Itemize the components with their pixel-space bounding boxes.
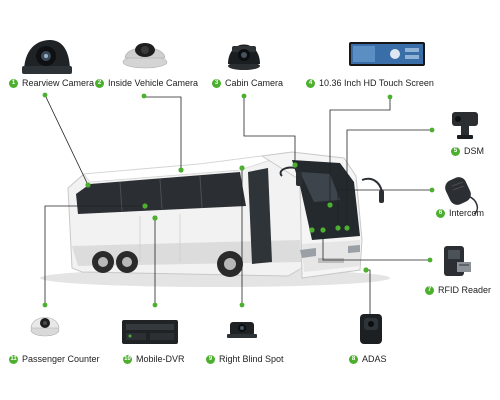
badge-number: 10 <box>123 354 132 364</box>
badge-number: 5 <box>451 146 460 156</box>
blind-spot-camera-icon <box>227 322 257 338</box>
connection-dot-8 <box>363 267 369 273</box>
touch-screen-icon <box>349 42 425 66</box>
leader-line-1 <box>44 94 89 186</box>
label-text: Inside Vehicle Camera <box>108 78 199 88</box>
badge-number: 7 <box>425 285 434 295</box>
label-text: Passenger Counter <box>22 354 100 364</box>
label-rearview-camera: 1 Rearview Camera <box>9 78 94 88</box>
label-text: ADAS <box>362 354 387 364</box>
label-text: DSM <box>464 146 484 156</box>
connection-dot-extra-8 <box>239 302 245 308</box>
label-intercom: 6 Intercom <box>436 208 484 218</box>
connection-dot-extra-3 <box>387 94 393 100</box>
connection-dot-6 <box>335 225 341 231</box>
mobile-dvr-icon <box>122 320 178 344</box>
badge-number: 2 <box>95 78 104 88</box>
connection-dots <box>42 92 435 333</box>
connection-dot-11 <box>142 203 148 209</box>
intercom-microphone-icon <box>445 177 479 215</box>
label-text: Cabin Camera <box>225 78 284 88</box>
leader-lines <box>44 94 432 330</box>
badge-number: 3 <box>212 78 221 88</box>
dome-camera-icon <box>122 43 168 69</box>
label-rfid-reader: 7 RFID Reader <box>425 285 491 295</box>
connection-dot-10 <box>152 215 158 221</box>
label-text: Mobile-DVR <box>136 354 185 364</box>
label-touch-screen: 4 10.36 Inch HD Touch Screen <box>306 78 434 88</box>
connection-dot-7b <box>309 227 315 233</box>
badge-number: 8 <box>349 354 358 364</box>
leader-line-7 <box>322 230 430 261</box>
rfid-reader-icon <box>444 246 471 276</box>
connection-dot-9 <box>239 165 245 171</box>
connection-dot-extra-2 <box>241 93 247 99</box>
leader-line-2 <box>145 96 182 170</box>
badge-number: 4 <box>306 78 315 88</box>
badge-number: 11 <box>9 354 18 364</box>
dsm-camera-icon <box>452 112 478 139</box>
leader-line-3 <box>243 97 296 165</box>
side-camera-icon <box>22 40 72 74</box>
leader-line-5 <box>346 129 432 228</box>
connection-dot-1 <box>85 182 91 188</box>
label-text: Right Blind Spot <box>219 354 284 364</box>
label-right-blind-spot: 9 Right Blind Spot <box>206 354 284 364</box>
adas-camera-icon <box>360 314 382 344</box>
passenger-counter-icon <box>30 317 60 337</box>
connection-dot-extra-6 <box>427 257 433 263</box>
connection-dot-extra-10 <box>42 302 48 308</box>
connection-dot-extra-5 <box>429 187 435 193</box>
leader-line-4 <box>329 98 391 205</box>
coach-bus-illustration <box>40 151 390 287</box>
label-inside-vehicle-camera: 2 Inside Vehicle Camera <box>95 78 198 88</box>
label-adas: 8 ADAS <box>349 354 387 364</box>
label-text: RFID Reader <box>438 285 492 295</box>
label-text: Rearview Camera <box>22 78 95 88</box>
badge-number: 1 <box>9 78 18 88</box>
connection-dot-3 <box>292 162 298 168</box>
connection-dot-4 <box>327 202 333 208</box>
badge-number: 6 <box>436 208 445 218</box>
label-text: 10.36 Inch HD Touch Screen <box>319 78 434 88</box>
label-dsm: 5 DSM <box>451 146 484 156</box>
label-mobile-dvr: 10 Mobile-DVR <box>123 354 185 364</box>
connection-dot-7 <box>320 227 326 233</box>
connection-dot-extra-11 <box>42 92 48 98</box>
cabin-camera-icon <box>228 44 260 70</box>
connection-dot-2 <box>178 167 184 173</box>
label-cabin-camera: 3 Cabin Camera <box>212 78 283 88</box>
connection-dot-extra-4 <box>429 127 435 133</box>
connection-dot-5 <box>344 225 350 231</box>
leader-line-6 <box>337 189 432 228</box>
label-passenger-counter: 11 Passenger Counter <box>9 354 100 364</box>
label-text: Intercom <box>449 208 485 218</box>
leader-line-11 <box>44 205 145 305</box>
badge-number: 9 <box>206 354 215 364</box>
connection-dot-extra-1 <box>141 93 147 99</box>
connection-dot-extra-9 <box>152 302 158 308</box>
